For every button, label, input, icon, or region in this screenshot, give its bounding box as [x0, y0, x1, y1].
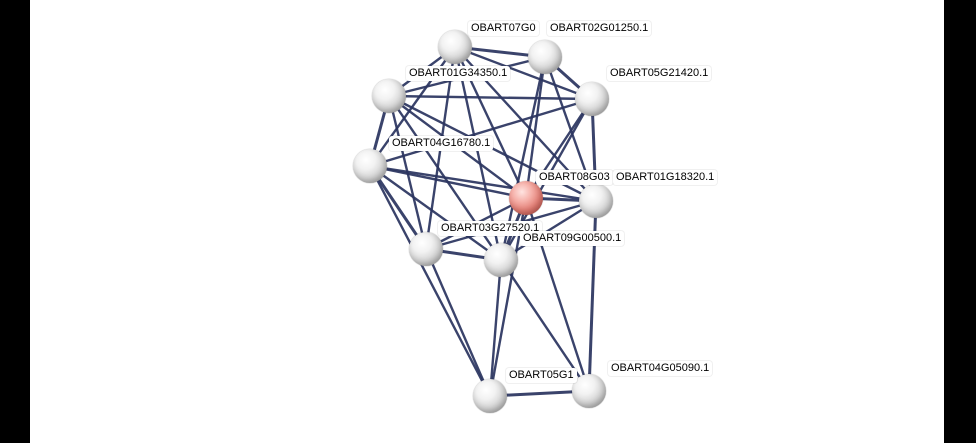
- interaction-edge: [488, 259, 503, 397]
- protein-node[interactable]: [409, 232, 443, 266]
- interaction-edge: [369, 164, 597, 203]
- protein-node[interactable]: [473, 379, 507, 413]
- interaction-edge: [388, 94, 593, 101]
- protein-node[interactable]: [353, 149, 387, 183]
- interaction-edge: [524, 197, 591, 392]
- protein-node-highlighted[interactable]: [509, 181, 543, 215]
- interaction-edge: [388, 55, 546, 98]
- protein-node[interactable]: [528, 40, 562, 74]
- interaction-edge: [369, 164, 527, 200]
- protein-node[interactable]: [438, 30, 472, 64]
- protein-node[interactable]: [579, 184, 613, 218]
- interaction-edge: [424, 248, 492, 397]
- protein-node[interactable]: [484, 243, 518, 277]
- interaction-edge: [500, 199, 597, 262]
- right-letterbox: [944, 0, 976, 443]
- interaction-edge: [587, 200, 598, 392]
- interaction-edge: [454, 45, 593, 101]
- interaction-edge: [500, 259, 590, 392]
- interaction-edge: [368, 165, 492, 397]
- interaction-edge: [369, 97, 593, 168]
- protein-node[interactable]: [372, 79, 406, 113]
- interaction-edge: [369, 165, 502, 261]
- left-letterbox: [0, 0, 30, 443]
- interaction-edge: [524, 56, 547, 199]
- protein-node[interactable]: [575, 82, 609, 116]
- protein-node[interactable]: [572, 374, 606, 408]
